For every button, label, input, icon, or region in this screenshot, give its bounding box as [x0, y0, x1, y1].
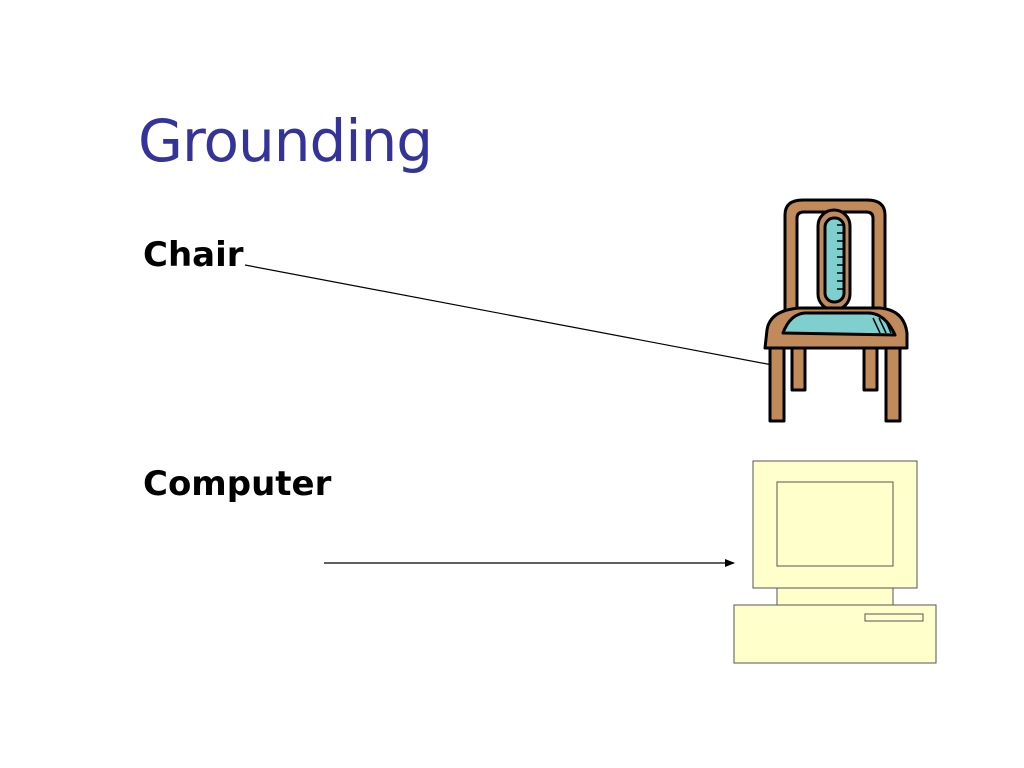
chair-stripes — [837, 224, 892, 334]
slide-title: Grounding — [138, 107, 433, 175]
term-computer: Computer — [143, 464, 332, 504]
computer-icon — [733, 460, 937, 664]
chair-icon — [763, 198, 909, 423]
term-chair: Chair — [143, 235, 244, 275]
chair-arrow — [244, 264, 784, 370]
